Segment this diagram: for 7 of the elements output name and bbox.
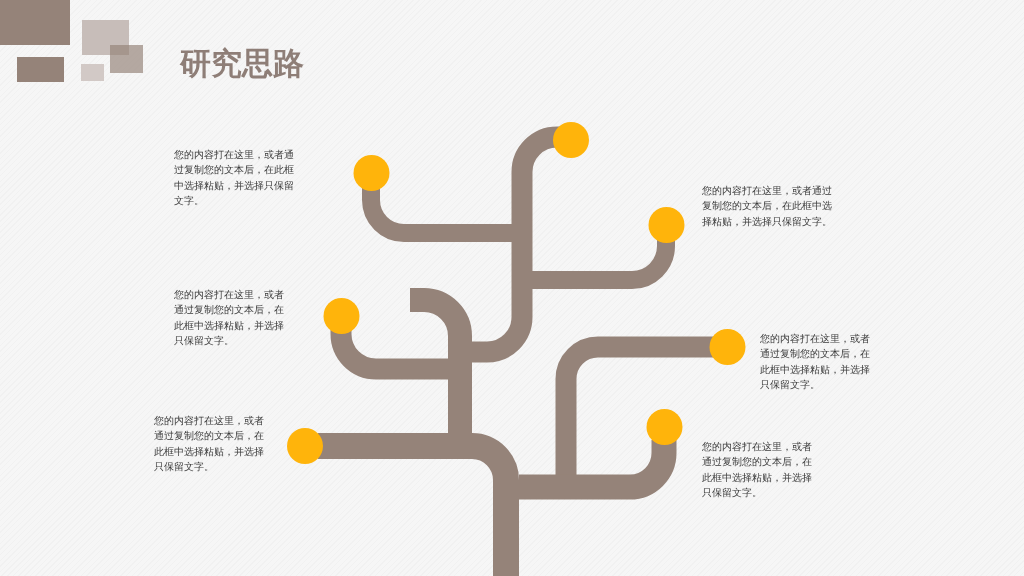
description-text: 您的内容打在这里，或者通过复制您的文本后，在此框中选择粘贴，并选择只保留文字。 xyxy=(702,184,833,229)
description-text: 您的内容打在这里，或者通过复制您的文本后，在此框中选择粘贴，并选择只保留文字。 xyxy=(174,288,285,349)
description-text: 您的内容打在这里，或者通过复制您的文本后，在此框中选择粘贴，并选择只保留文字。 xyxy=(174,148,295,209)
description-text: 您的内容打在这里，或者通过复制您的文本后，在此框中选择粘贴，并选择只保留文字。 xyxy=(702,440,813,501)
slide-title: 研究思路 xyxy=(180,48,304,79)
description-text: 您的内容打在这里，或者通过复制您的文本后，在此框中选择粘贴，并选择只保留文字。 xyxy=(760,332,871,393)
description-text: 您的内容打在这里，或者通过复制您的文本后，在此框中选择粘贴，并选择只保留文字。 xyxy=(154,414,265,475)
